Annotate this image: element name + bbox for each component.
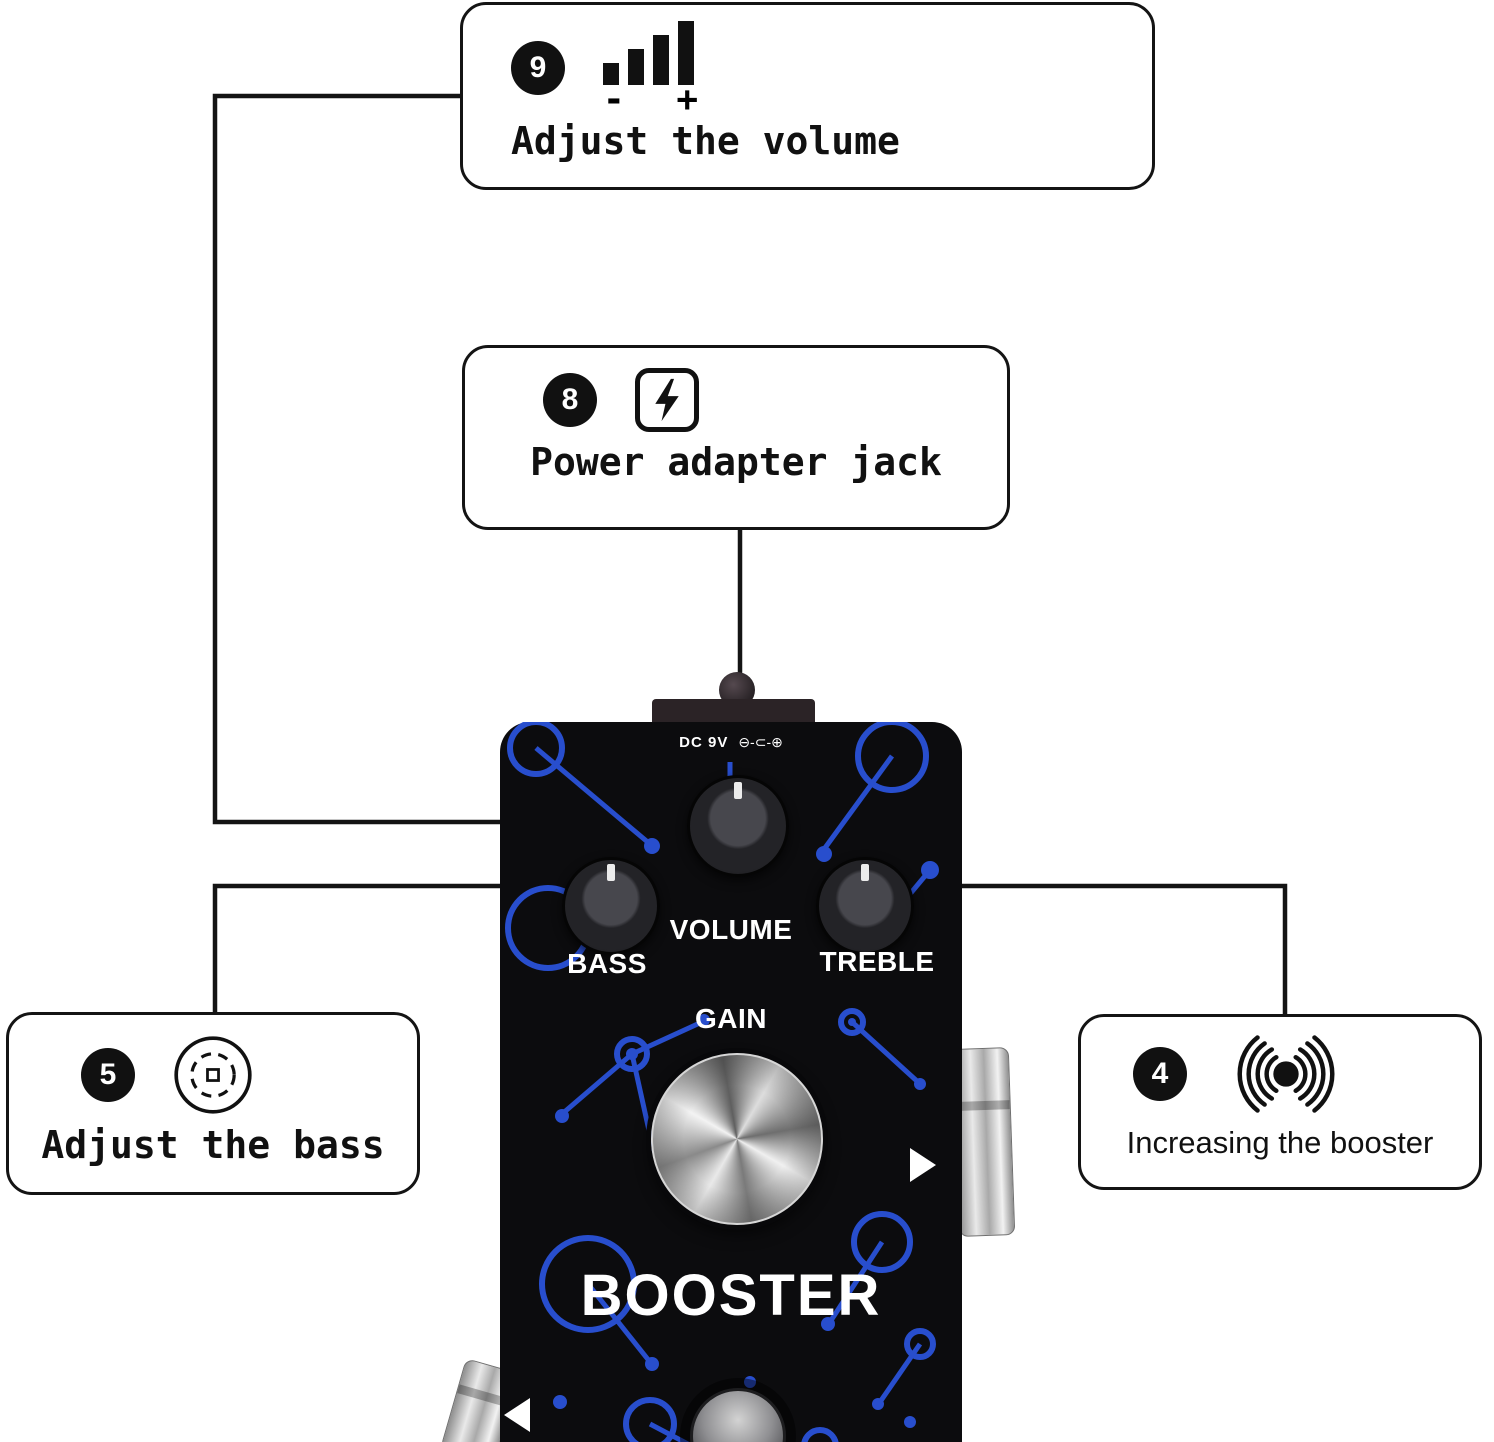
volume-bars-icon: - +: [603, 21, 698, 120]
knob-pointer-icon: [861, 864, 869, 881]
callout-number-badge: 5: [81, 1048, 135, 1102]
right-arrow-icon: [910, 1148, 936, 1182]
minus-icon: -: [603, 79, 625, 120]
gain-knob-label: GAIN: [695, 1003, 767, 1034]
bass-callout-label: Adjust the bass: [41, 1123, 385, 1167]
callout-number-badge: 9: [511, 41, 565, 95]
pedal-body: DC 9V ⊖-⊂-⊕ VOLUME BASS TREBLE GAIN BOOS…: [500, 672, 962, 1442]
sound-wave-icon: [1237, 1035, 1335, 1113]
booster-callout-line: [874, 883, 1288, 1014]
callout-number-badge: 4: [1133, 1047, 1187, 1101]
bass-knob: [562, 857, 660, 955]
lightning-icon: [635, 368, 699, 432]
treble-knob: [816, 857, 914, 955]
volume-callout: 9 - + Adjust the volume: [460, 2, 1155, 190]
knob-pointer-icon: [607, 864, 615, 881]
knob-pointer-icon: [734, 782, 742, 799]
plus-icon: +: [676, 79, 698, 120]
power-callout-label: Power adapter jack: [530, 440, 942, 484]
power-callout: 8 Power adapter jack: [462, 345, 1010, 530]
volume-callout-label: Adjust the volume: [511, 119, 900, 163]
booster-callout-label: Increasing the booster: [1126, 1125, 1434, 1160]
pedal-model-name: BOOSTER: [580, 1263, 882, 1328]
polarity-symbol: ⊖-⊂-⊕: [738, 734, 783, 750]
power-spec-label: DC 9V ⊖-⊂-⊕: [500, 734, 962, 751]
volume-knob-label: VOLUME: [669, 914, 793, 945]
bass-knob-label: BASS: [567, 948, 647, 979]
booster-callout: 4 Increasing the booster: [1078, 1014, 1482, 1190]
treble-knob-label: TREBLE: [819, 946, 935, 977]
gain-knob: [651, 1053, 823, 1225]
dc-voltage-label: DC 9V: [679, 734, 729, 751]
bass-callout: 5 Adjust the bass: [6, 1012, 420, 1195]
dc-power-jack: [652, 699, 815, 722]
left-arrow-icon: [504, 1398, 530, 1432]
volume-bars: [603, 21, 698, 85]
bass-callout-line: [212, 883, 598, 1012]
knob-top-icon: [174, 1036, 252, 1114]
callout-number-badge: 8: [543, 373, 597, 427]
output-jack: [952, 1047, 1016, 1237]
volume-callout-line: [212, 93, 712, 825]
volume-knob: [687, 775, 789, 877]
